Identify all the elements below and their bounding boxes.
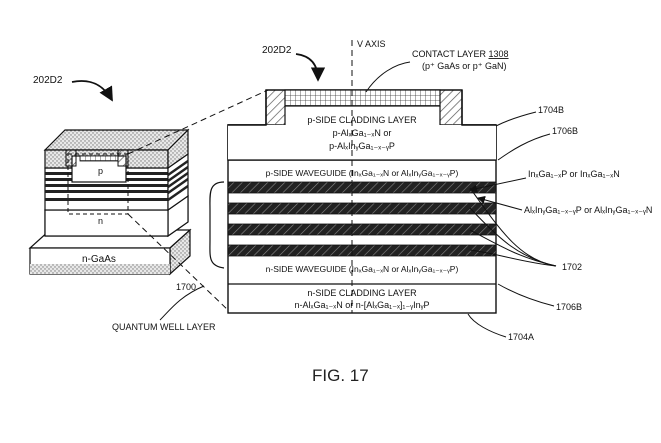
- n-cladding-line2: n-AlₓGa₁₋ₓN or n-[AlₓGa₁₋ₓ]₁₋ᵧInᵧP: [295, 300, 430, 310]
- left-ref-label: 202D2: [33, 75, 63, 86]
- p-cladding-title: p-SIDE CLADDING LAYER: [307, 115, 417, 125]
- well-material-label: InₓGa₁₋ₓP or InₓGa₁₋ₓN: [528, 169, 620, 179]
- left-p-label: p: [98, 166, 103, 176]
- p-waveguide-label: p-SIDE WAVEGUIDE (InₓGa₁₋ₓN or AlₓInᵧGa₁…: [266, 168, 459, 178]
- ref-1706B-bottom: 1706B: [556, 302, 582, 312]
- n-cladding-title: n-SIDE CLADDING LAYER: [307, 288, 417, 298]
- arrow-barrier: [477, 195, 523, 211]
- p-cladding-line2: p-AlₓGa₁₋ₓN or: [333, 128, 392, 138]
- left-device: [28, 128, 192, 276]
- left-n-label: n: [98, 216, 103, 226]
- ref-1704A: 1704A: [508, 332, 534, 342]
- barrier-material-label: AlₓInᵧGa₁₋ₓ₋ᵧP or AlₓInᵧGa₁₋ₓ₋ᵧN: [524, 205, 652, 215]
- contact-layer-title: CONTACT LAYER 1308: [412, 49, 509, 59]
- figure-caption: FIG. 17: [312, 366, 369, 385]
- n-waveguide-label: n-SIDE WAVEGUIDE (InₓGa₁₋ₓN or AlₓInᵧGa₁…: [266, 264, 459, 274]
- left-ref-arrow: [71, 80, 113, 102]
- leader-1706B-top: [497, 133, 551, 161]
- ref-1704B: 1704B: [538, 105, 564, 115]
- contact-layer-material: (p⁺ GaAs or p⁺ GaN): [422, 61, 507, 71]
- qw-leader: [159, 285, 205, 321]
- leader-1706B-bottom: [497, 283, 555, 307]
- right-ref-arrow: [295, 53, 326, 82]
- ref-1702: 1702: [562, 262, 582, 272]
- right-ref-label: 202D2: [262, 45, 292, 56]
- leader-1704A: [467, 313, 507, 338]
- zoom-line-top: [127, 89, 269, 155]
- leader-1704B: [495, 111, 537, 127]
- qw-label: QUANTUM WELL LAYER: [112, 322, 216, 332]
- v-axis-label: V AXIS: [357, 39, 386, 49]
- right-device: [227, 89, 497, 314]
- zoom-line-bottom: [127, 213, 231, 313]
- left-ngaas-label: n-GaAs: [82, 254, 116, 265]
- qw-bracket: [209, 181, 225, 269]
- contact-leader: [365, 61, 411, 93]
- arrow-well: [469, 177, 527, 193]
- p-cladding-line3: p-AlₓInᵧGa₁₋ₓ₋ᵧP: [329, 141, 395, 151]
- ref-1702-leaders: [469, 187, 557, 267]
- ref-1700: 1700: [176, 282, 196, 292]
- ref-1706B-top: 1706B: [552, 126, 578, 136]
